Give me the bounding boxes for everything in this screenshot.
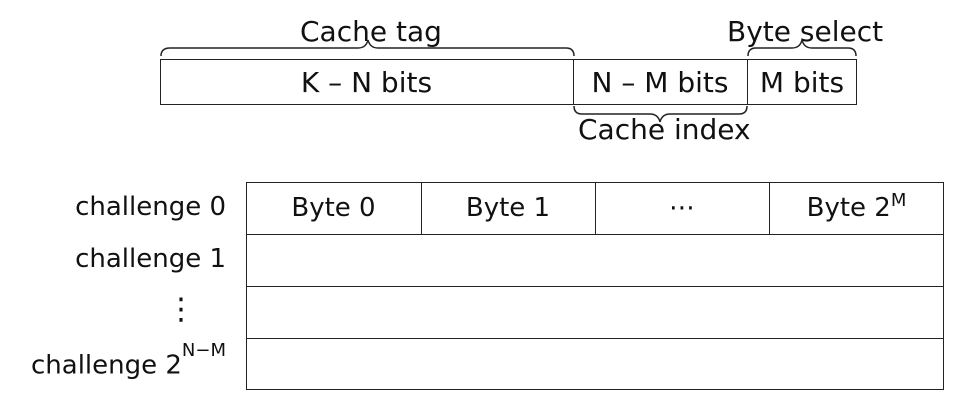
row-label-last: challenge 2N−M [30,340,226,381]
index-bits-field: N – M bits [591,65,729,99]
byte-select-label: Byte select [727,15,884,48]
row-divider-2 [246,286,944,287]
row-label-last-text: challenge 2 [30,350,182,381]
byte-cell-1: Byte 1 [465,193,551,223]
tag-bits-field: K – N bits [300,65,433,99]
cache-index-label: Cache index [578,113,751,146]
row-label-1: challenge 1 [75,244,226,274]
offset-bits-field: M bits [759,65,845,99]
col-divider-3 [769,182,770,234]
row-label-last-exponent: N−M [181,340,226,361]
row-label-0: challenge 0 [75,192,226,222]
byte-cell-0: Byte 0 [291,193,376,223]
field-divider-2 [747,59,748,105]
col-divider-1 [421,182,422,234]
byte-cell-ellipsis: ⋯ [669,193,695,223]
row-label-ellipsis: ⋮ [166,292,196,327]
byte-cell-last-exponent: M [890,189,907,211]
address-fields [160,59,857,105]
field-divider-1 [573,59,574,105]
row-divider-3 [246,338,944,339]
row-divider-1 [246,234,944,235]
col-divider-2 [595,182,596,234]
cache-tag-label: Cache tag [300,15,442,48]
byte-cell-last-label: Byte 2 [806,193,891,223]
